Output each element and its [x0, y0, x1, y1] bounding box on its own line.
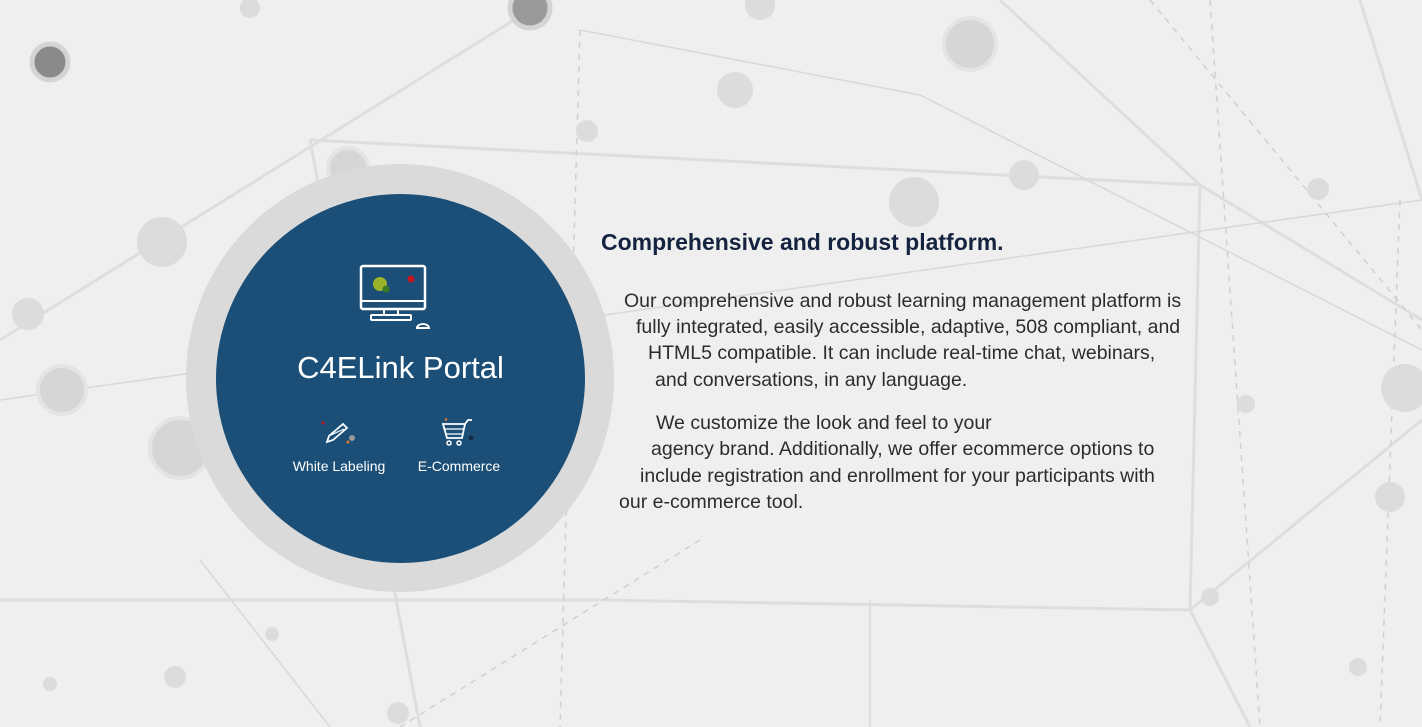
portal-title: C4ELink Portal	[297, 350, 504, 385]
desktop-monitor-icon	[359, 264, 431, 329]
paragraph-line: Our comprehensive and robust learning ma…	[624, 290, 1182, 312]
shopping-cart-icon	[441, 418, 474, 446]
portal-circle	[216, 194, 585, 563]
pencil-icon	[321, 421, 355, 444]
paragraph-line: our e-commerce tool.	[619, 491, 804, 513]
feature-white-labeling: White Labeling	[274, 418, 404, 474]
white-labeling-label: White Labeling	[292, 458, 386, 474]
paragraph-line: and conversations, in any language.	[655, 369, 968, 391]
paragraph-line: HTML5 compatible. It can include real-ti…	[648, 342, 1156, 364]
paragraph-line: We customize the look and feel to your	[656, 412, 992, 434]
e-commerce-label: E-Commerce	[417, 458, 501, 474]
paragraph-line: include registration and enrollment for …	[640, 465, 1155, 487]
paragraph-line: agency brand. Additionally, we offer eco…	[651, 438, 1155, 460]
feature-e-commerce: E-Commerce	[394, 418, 524, 474]
paragraph-line: fully integrated, easily accessible, ada…	[636, 316, 1181, 338]
section-heading: Comprehensive and robust platform.	[601, 229, 1004, 255]
